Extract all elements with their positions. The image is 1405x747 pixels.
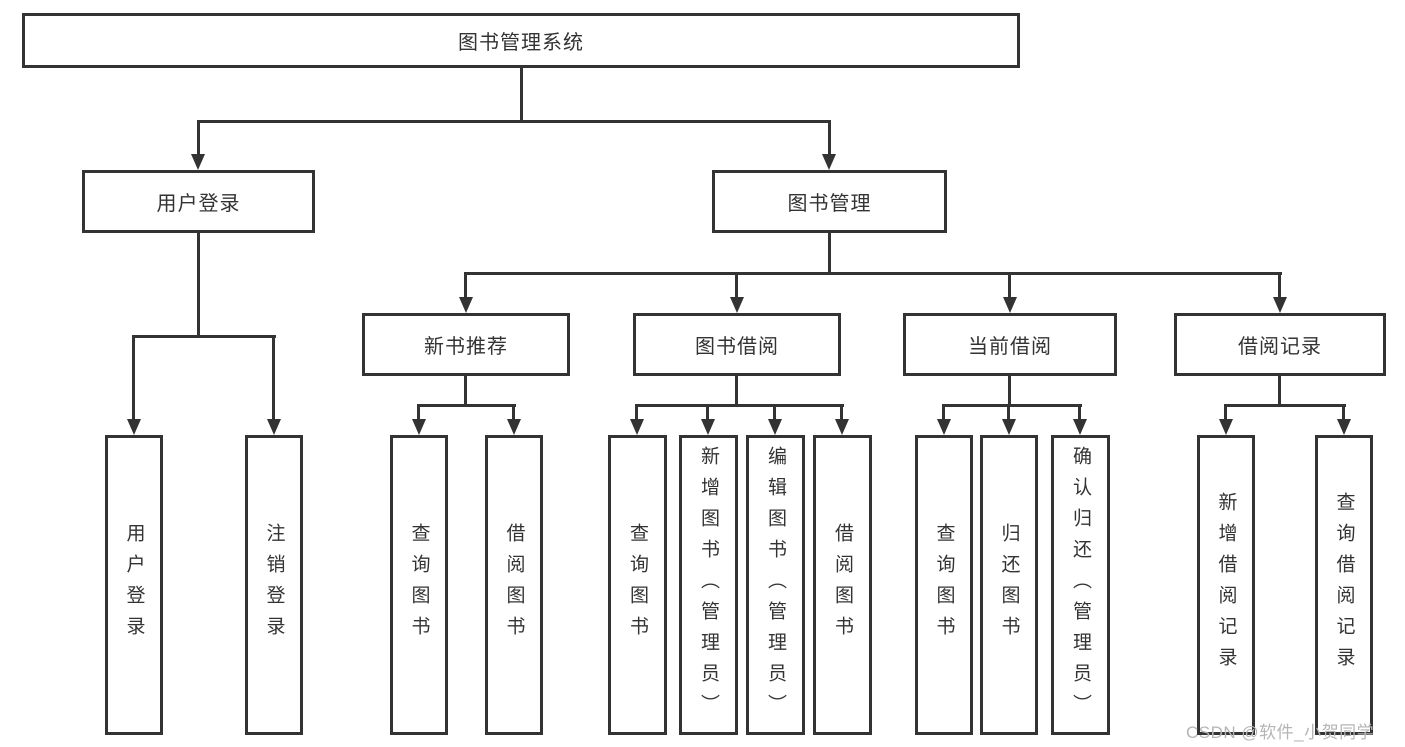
leaf-add-books-admin: 新增图书（管理员） xyxy=(679,435,738,735)
leaf-query-books-2: 查询图书 xyxy=(608,435,667,735)
csdn-watermark: CSDN @软件_小贺同学 xyxy=(1186,723,1375,742)
edge-drop-new-book-rec xyxy=(464,272,467,299)
edge-drop-add-borrow-record xyxy=(1224,404,1227,419)
edge-drop-borrow-books-1 xyxy=(512,404,515,419)
arrow-down-icon xyxy=(1337,419,1351,435)
edge-drop-borrow-books-2 xyxy=(840,404,843,419)
leaf-borrow-books-2: 借阅图书 xyxy=(813,435,872,735)
arrow-down-icon xyxy=(191,154,205,170)
edge-level1-hline xyxy=(197,120,831,123)
edge-current-borrow-stem xyxy=(1008,376,1011,407)
edge-current-borrow-hline xyxy=(942,404,1082,407)
edge-new-book-rec-hline xyxy=(417,404,516,407)
edge-borrow-record-stem xyxy=(1278,376,1281,407)
arrow-down-icon xyxy=(1273,297,1287,313)
edge-book-borrow-stem xyxy=(735,376,738,407)
arrow-down-icon xyxy=(630,419,644,435)
edge-user-login-stem xyxy=(197,233,200,337)
edge-drop-user-login xyxy=(197,120,200,156)
edge-drop-query-books-1 xyxy=(417,404,420,419)
edge-user-login-hline xyxy=(132,335,276,338)
arrow-down-icon xyxy=(701,419,715,435)
leaf-confirm-return-admin: 确认归还（管理员） xyxy=(1051,435,1110,735)
arrow-down-icon xyxy=(267,419,281,435)
edge-new-book-rec-stem xyxy=(464,376,467,407)
edge-drop-borrow-record xyxy=(1278,272,1281,299)
leaf-query-books-3: 查询图书 xyxy=(915,435,973,735)
edge-drop-book-mgmt xyxy=(828,120,831,156)
node-new-book-recommend: 新书推荐 xyxy=(362,313,570,376)
leaf-borrow-books-1: 借阅图书 xyxy=(485,435,543,735)
node-borrow-record: 借阅记录 xyxy=(1174,313,1386,376)
edge-drop-user-login-leaf xyxy=(132,335,135,419)
leaf-return-books: 归还图书 xyxy=(980,435,1038,735)
edge-book-borrow-hline xyxy=(635,404,844,407)
leaf-query-borrow-record: 查询借阅记录 xyxy=(1315,435,1373,735)
edge-drop-query-borrow-record xyxy=(1342,404,1345,419)
arrow-down-icon xyxy=(1073,419,1087,435)
leaf-logout: 注销登录 xyxy=(245,435,303,735)
arrow-down-icon xyxy=(127,419,141,435)
edge-drop-logout-leaf xyxy=(272,335,275,419)
arrow-down-icon xyxy=(937,419,951,435)
leaf-query-books-1: 查询图书 xyxy=(390,435,448,735)
leaf-edit-books-admin: 编辑图书（管理员） xyxy=(746,435,805,735)
arrow-down-icon xyxy=(459,297,473,313)
edge-drop-book-borrow xyxy=(735,272,738,299)
edge-root-stem xyxy=(520,68,523,120)
node-book-management: 图书管理 xyxy=(712,170,947,233)
node-user-login: 用户登录 xyxy=(82,170,315,233)
edge-drop-query-books-2 xyxy=(635,404,638,419)
arrow-down-icon xyxy=(507,419,521,435)
arrow-down-icon xyxy=(730,297,744,313)
edge-drop-return-books xyxy=(1007,404,1010,419)
arrow-down-icon xyxy=(835,419,849,435)
edge-drop-edit-books xyxy=(773,404,776,419)
edge-drop-confirm-return xyxy=(1078,404,1081,419)
arrow-down-icon xyxy=(1002,419,1016,435)
edge-borrow-record-hline xyxy=(1224,404,1346,407)
edge-drop-current-borrow xyxy=(1008,272,1011,299)
arrow-down-icon xyxy=(768,419,782,435)
arrow-down-icon xyxy=(1003,297,1017,313)
edge-level2-hline xyxy=(465,272,1282,275)
arrow-down-icon xyxy=(1219,419,1233,435)
edge-drop-query-books-3 xyxy=(942,404,945,419)
leaf-user-login: 用户登录 xyxy=(105,435,163,735)
node-book-borrow: 图书借阅 xyxy=(633,313,841,376)
arrow-down-icon xyxy=(412,419,426,435)
node-current-borrow: 当前借阅 xyxy=(903,313,1117,376)
edge-book-mgmt-stem xyxy=(828,233,831,274)
arrow-down-icon xyxy=(822,154,836,170)
leaf-add-borrow-record: 新增借阅记录 xyxy=(1197,435,1255,735)
node-library-system: 图书管理系统 xyxy=(22,13,1020,68)
edge-drop-add-books xyxy=(706,404,709,419)
